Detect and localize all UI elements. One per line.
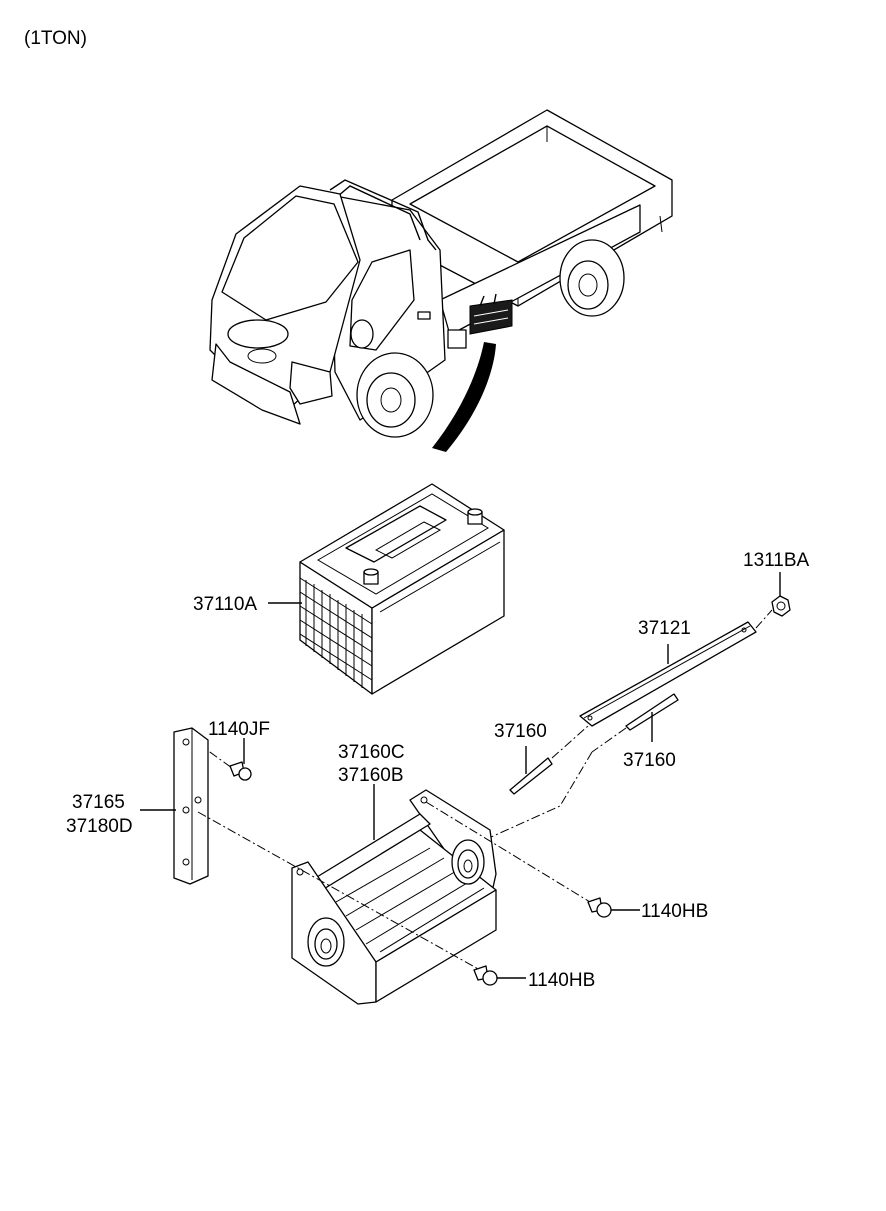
bolt-1140hb-bottom [473, 965, 498, 986]
variant-label: (1TON) [24, 28, 87, 49]
callout-1140hb-bottom: 1140HB [528, 970, 595, 991]
j-bolt-left [509, 757, 553, 795]
flange-nut [771, 595, 791, 617]
callout-37160b: 37160B [338, 765, 404, 786]
battery-terminal-left [363, 568, 379, 585]
battery-location-marker [469, 293, 513, 335]
callout-1140hb-right: 1140HB [641, 901, 708, 922]
bolt-1140hb-right [587, 897, 612, 918]
callout-37160c: 37160C [338, 742, 405, 763]
bolt-1140jf [229, 761, 252, 781]
hold-down-bar [579, 621, 757, 727]
location-arrow [432, 342, 496, 452]
rear-wheel [559, 239, 625, 317]
callout-37110a: 37110A [193, 594, 257, 615]
battery [299, 483, 505, 695]
callout-37121: 37121 [638, 618, 691, 639]
battery-tray [291, 789, 497, 1005]
front-wheel [356, 352, 434, 438]
callout-1311ba: 1311BA [743, 550, 810, 571]
callout-37180d: 37180D [66, 816, 133, 837]
truck-illustration [209, 109, 673, 438]
mounting-bracket [173, 727, 209, 885]
callout-37160-left: 37160 [494, 721, 547, 742]
battery-cell-grid [299, 577, 373, 688]
callout-1140jf: 1140JF [208, 719, 270, 740]
callout-37160-right: 37160 [623, 750, 676, 771]
callout-37165: 37165 [72, 792, 125, 813]
battery-terminal-right [467, 508, 483, 525]
